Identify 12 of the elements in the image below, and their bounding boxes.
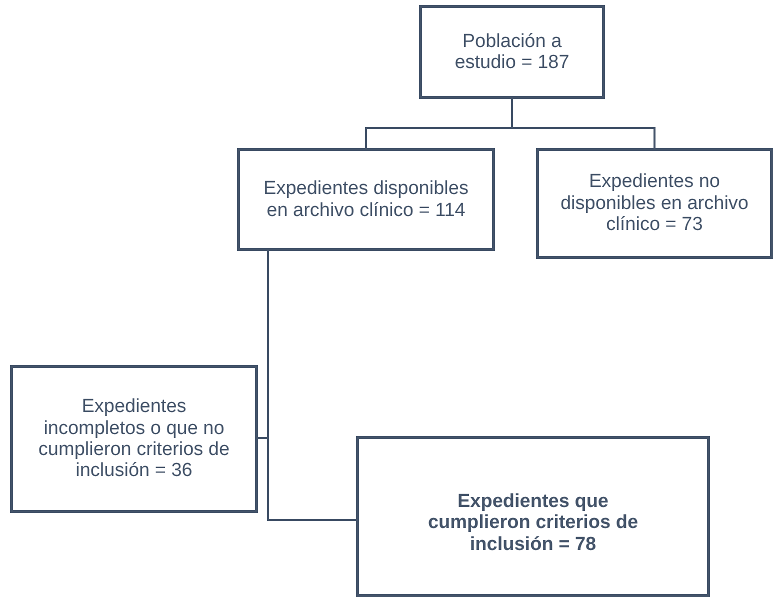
box-label: Expedientes disponibles en archivo clínico = 114: [262, 178, 470, 221]
box-label: Expedientes no disponibles en archivo clínico = 73: [559, 171, 750, 236]
box-label: Expedientes que cumplieron criterios de inclusión = 78: [426, 491, 640, 556]
process-box: [10, 365, 258, 513]
process-box: [536, 148, 773, 259]
box-label: Expedientes incompletos o que no cumplieron criterios de inclusión = 36: [37, 396, 231, 482]
process-box: [419, 5, 605, 99]
process-box: [356, 436, 710, 597]
connector-line: [267, 251, 356, 521]
process-box: [237, 148, 495, 251]
box-label: Población a estudio = 187: [454, 30, 570, 74]
connector-line: [511, 99, 656, 148]
